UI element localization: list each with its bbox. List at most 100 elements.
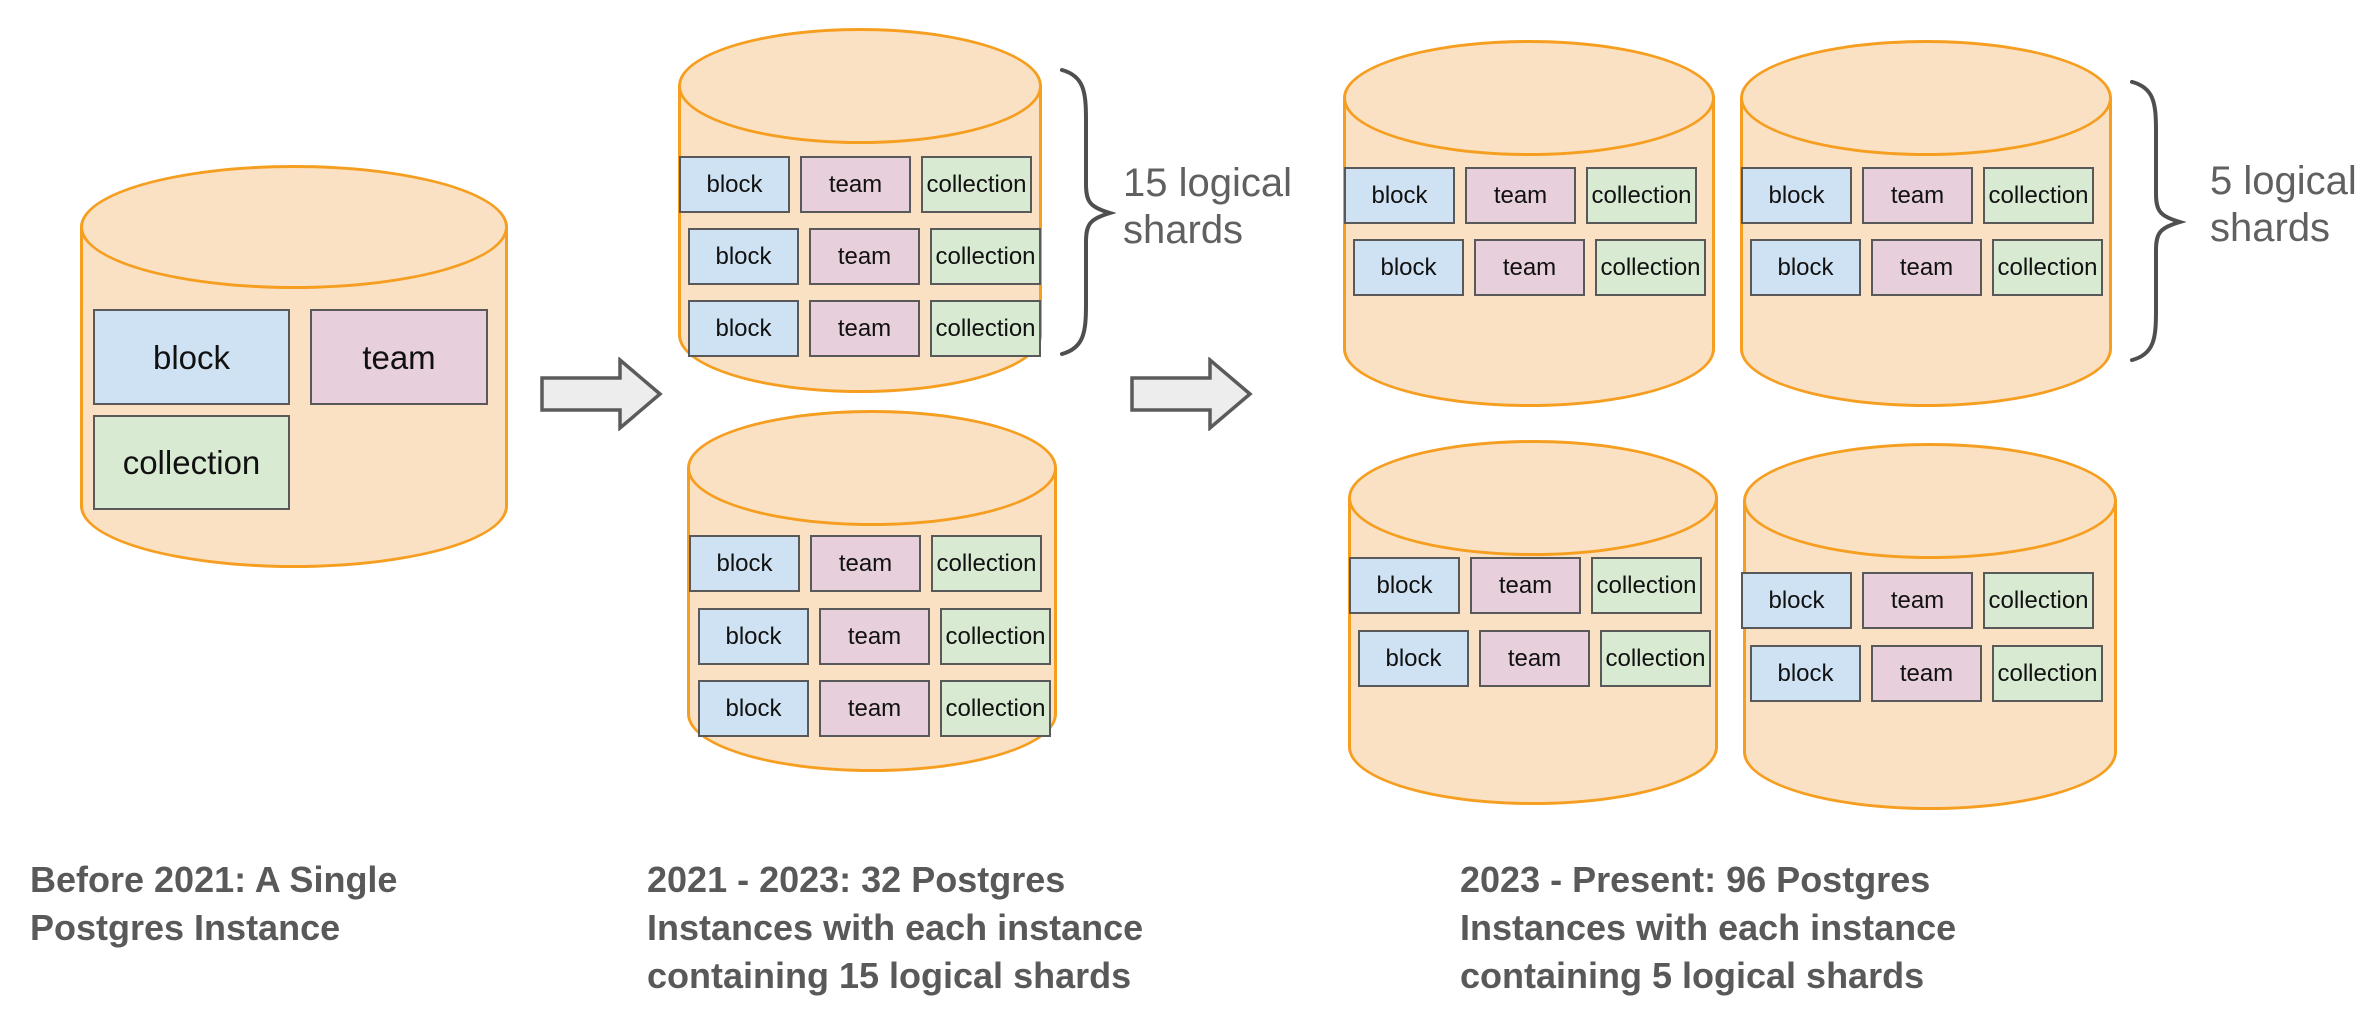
shard-row: block team collection [679,156,1032,213]
shard-row: block team collection [688,228,1041,285]
table-box-block: block [1358,630,1469,687]
postgres-instance-cylinder: block team collection [80,165,508,568]
caption-line: containing 5 logical shards [1460,955,1925,996]
table-box-collection: collection [930,300,1041,357]
table-box-collection: collection [1595,239,1706,296]
table-box-collection: collection [1983,167,2094,224]
table-label-collection: collection [945,622,1046,650]
table-label-team: team [1899,659,1954,687]
cylinder-top [1343,40,1715,156]
shard-count-line: 15 logical [1123,161,1293,205]
shard-row: block team collection [1349,557,1702,614]
table-box-team: team [819,608,930,665]
brace-icon [1060,68,1116,356]
shard-row: block team collection [1358,630,1711,687]
table-box-collection: collection [1586,167,1697,224]
table-box-collection: collection [1992,239,2103,296]
caption-line: 2023 - Present: 96 Postgres [1460,859,1931,900]
table-box-collection: collection [93,415,290,510]
table-box-team: team [800,156,911,213]
table-label-collection: collection [935,314,1036,342]
postgres-instance-cylinder: block team collection block team collect… [1741,443,2117,810]
table-label-collection: collection [1596,571,1697,599]
table-label-collection: collection [1988,181,2089,209]
caption-line: 2021 - 2023: 32 Postgres [647,859,1066,900]
table-box-team: team [809,300,920,357]
table-label-block: block [152,338,231,376]
table-label-collection: collection [945,694,1046,722]
shard-row: block team collection [1750,239,2103,296]
table-label-team: team [1493,181,1548,209]
table-box-team: team [1465,167,1576,224]
table-label-collection: collection [122,444,261,481]
caption-line: containing 15 logical shards [647,955,1132,996]
table-label-team: team [1890,181,1945,209]
cylinder-top [678,28,1042,144]
table-box-block: block [698,680,809,737]
postgres-instance-cylinder: block team collection block team collect… [1740,40,2112,407]
table-box-collection: collection [931,535,1042,592]
table-box-block: block [1353,239,1464,296]
table-label-team: team [1507,644,1562,672]
shard-row: block team collection [698,680,1051,737]
shard-row: block team collection [1750,645,2103,702]
cylinder-top [80,165,508,289]
shard-row: block team collection [1741,572,2094,629]
table-box-team: team [809,228,920,285]
table-box-collection: collection [1983,572,2094,629]
table-label-team: team [1502,253,1557,281]
right-arrow-icon [1130,357,1253,431]
table-label-block: block [1380,253,1437,281]
postgres-instance-cylinder: block team collection block team collect… [1343,40,1715,407]
table-label-block: block [715,314,772,342]
table-box-collection: collection [940,608,1051,665]
caption-before-2021: Before 2021: A Single Postgres Instance [30,856,397,952]
shard-row: block team collection [1344,167,1697,224]
table-box-collection: collection [1591,557,1702,614]
table-label-collection: collection [936,549,1037,577]
table-label-team: team [838,549,893,577]
table-box-block: block [1349,557,1460,614]
table-label-block: block [725,622,782,650]
table-label-collection: collection [1605,644,1706,672]
table-box-team: team [1862,167,1973,224]
table-box-team: team [1862,572,1973,629]
shard-count-label-15: 15 logical shards [1123,160,1292,254]
shard-row: block team collection [698,608,1051,665]
table-label-collection: collection [1591,181,1692,209]
table-label-collection: collection [1988,586,2089,614]
table-box-block: block [679,156,790,213]
table-box-collection: collection [1992,645,2103,702]
table-label-collection: collection [1997,253,2098,281]
table-label-block: block [716,549,773,577]
table-label-team: team [847,622,902,650]
cylinder-top [1740,40,2112,156]
table-label-team: team [1890,586,1945,614]
table-label-block: block [1768,181,1825,209]
table-label-team: team [847,694,902,722]
table-box-team: team [810,535,921,592]
table-label-team: team [1498,571,1553,599]
table-label-block: block [1768,586,1825,614]
shard-row: block team collection [1353,239,1706,296]
table-box-block: block [1344,167,1455,224]
shard-count-line: shards [2210,206,2331,250]
table-label-block: block [1376,571,1433,599]
caption-2023-present: 2023 - Present: 96 Postgres Instances wi… [1460,856,1956,1000]
cylinder-top [1743,443,2117,559]
shard-count-line: shards [1123,208,1244,252]
table-label-collection: collection [1997,659,2098,687]
caption-2021-2023: 2021 - 2023: 32 Postgres Instances with … [647,856,1143,1000]
table-box-block: block [1741,572,1852,629]
caption-line: Postgres Instance [30,907,341,948]
caption-line: Instances with each instance [1460,907,1957,948]
table-box-block: block [1750,239,1861,296]
shard-row: block team collection [1741,167,2094,224]
table-label-collection: collection [935,242,1036,270]
shard-row: block team collection [689,535,1042,592]
table-box-team: team [1871,239,1982,296]
table-box-team: team [1474,239,1585,296]
postgres-instance-cylinder: block team collection block team collect… [678,28,1042,393]
table-label-team: team [362,338,436,376]
